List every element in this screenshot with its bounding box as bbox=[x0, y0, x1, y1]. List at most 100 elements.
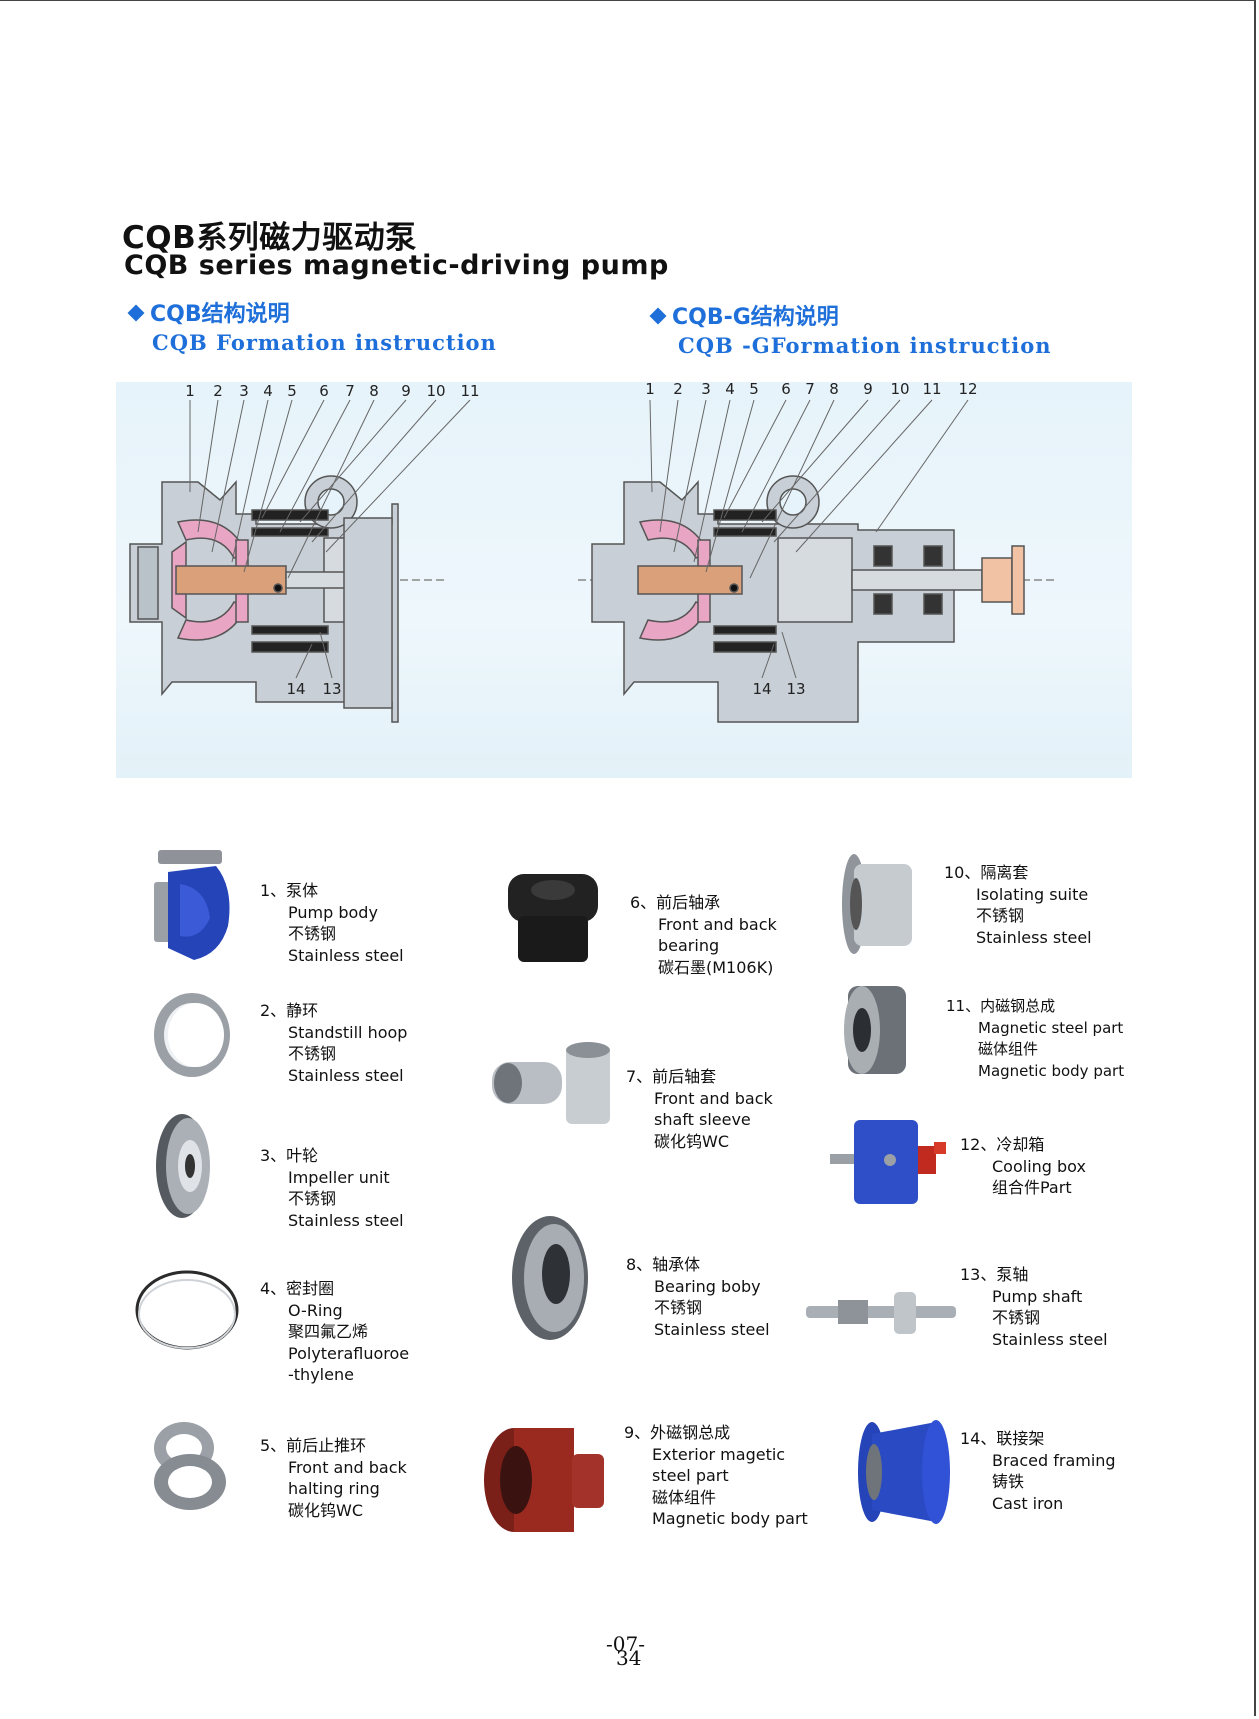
part-3-description: 3、叶轮 Impeller unit 不锈钢 Stainless steel bbox=[260, 1145, 404, 1231]
diamond-bullet-icon bbox=[649, 307, 667, 325]
cqbg-callout-6: 6 bbox=[781, 382, 791, 398]
part-7-description: 7、前后轴套 Front and back shaft sleeve 碳化钨WC bbox=[626, 1066, 773, 1152]
part-2-line-3: Stainless steel bbox=[288, 1065, 404, 1085]
standstill-hoop-photo bbox=[154, 993, 230, 1077]
part-1-line-2: 不锈钢 bbox=[288, 924, 337, 943]
cqbg-callout-12: 12 bbox=[958, 382, 977, 398]
part-13-number: 13、泵轴 bbox=[960, 1265, 1029, 1284]
part-13-description: 13、泵轴 Pump shaft 不锈钢 Stainless steel bbox=[960, 1264, 1108, 1350]
part-12-number: 12、冷却箱 bbox=[960, 1135, 1045, 1154]
cqb-callout-13: 13 bbox=[322, 680, 341, 698]
part-11-line-3: Magnetic body part bbox=[978, 1061, 1125, 1080]
part-4-line-3: Polyterafluoroe bbox=[288, 1343, 410, 1363]
pump-shaft-photo bbox=[806, 1292, 956, 1334]
o-ring-photo bbox=[135, 1270, 239, 1350]
part-9-line-2: steel part bbox=[652, 1466, 729, 1485]
part-14-line-1: Braced framing bbox=[992, 1450, 1116, 1470]
part-1-line-3: Stainless steel bbox=[288, 945, 404, 965]
cqbg-callout-9: 9 bbox=[863, 382, 873, 398]
part-2-line-1: Standstill hoop bbox=[288, 1022, 408, 1042]
part-11-line-1: Magnetic steel part bbox=[978, 1018, 1124, 1037]
cqb-callout-5: 5 bbox=[287, 382, 297, 400]
part-7-number: 7、前后轴套 bbox=[626, 1067, 717, 1086]
part-5-line-1: Front and back bbox=[288, 1457, 407, 1477]
part-10-line-2: 不锈钢 bbox=[976, 906, 1025, 925]
bearing-body-photo bbox=[512, 1216, 588, 1340]
part-11-number: 11、内磁钢总成 bbox=[946, 997, 1056, 1015]
page-number: 34 bbox=[616, 1646, 642, 1670]
part-7-line-3: 碳化钨WC bbox=[654, 1131, 729, 1151]
part-2-description: 2、静环 Standstill hoop 不锈钢 Stainless steel bbox=[260, 1000, 407, 1086]
part-4-description: 4、密封圈 O-Ring 聚四氟乙烯 Polyterafluoroe -thyl… bbox=[260, 1278, 409, 1386]
isolating-suite-photo bbox=[842, 854, 912, 954]
part-6-line-1: Front and back bbox=[658, 914, 777, 934]
part-3-line-1: Impeller unit bbox=[288, 1167, 390, 1187]
part-8-line-1: Bearing boby bbox=[654, 1276, 761, 1296]
part-4-line-2: 聚四氟乙烯 bbox=[288, 1322, 369, 1341]
part-4-number: 4、密封圈 bbox=[260, 1279, 335, 1298]
part-14-line-3: Cast iron bbox=[992, 1493, 1064, 1513]
section-title-cn: CQB-G结构说明 bbox=[672, 305, 839, 330]
cqb-callout-4: 4 bbox=[263, 382, 273, 400]
diamond-bullet-icon bbox=[127, 304, 145, 322]
cqbg-callout-5: 5 bbox=[749, 382, 759, 398]
part-12-line-2: 组合件Part bbox=[992, 1178, 1072, 1197]
part-6-number: 6、前后轴承 bbox=[630, 893, 721, 912]
part-9-line-1: Exterior magetic bbox=[652, 1444, 786, 1464]
part-3-line-2: 不锈钢 bbox=[288, 1189, 337, 1208]
part-3-number: 3、叶轮 bbox=[260, 1146, 319, 1165]
page-title-en: CQB series magnetic-driving pump bbox=[124, 250, 669, 281]
cqbg-callout-11: 11 bbox=[922, 382, 941, 398]
part-5-line-2: halting ring bbox=[288, 1479, 380, 1498]
cqbg-callout-8: 8 bbox=[829, 382, 839, 398]
part-9-description: 9、外磁钢总成 Exterior magetic steel part 磁体组件… bbox=[624, 1422, 808, 1530]
section-cqbg-heading: CQB-G结构说明 CQB -GFormation instruction bbox=[649, 299, 1051, 358]
part-8-description: 8、轴承体 Bearing boby 不锈钢 Stainless steel bbox=[626, 1254, 770, 1340]
page-title-cn: CQB系列磁力驱动泵 bbox=[122, 220, 417, 256]
part-6-description: 6、前后轴承 Front and back bearing 碳石墨(M106K) bbox=[630, 892, 777, 978]
cqbg-diagram bbox=[578, 475, 1058, 723]
part-11-description: 11、内磁钢总成 Magnetic steel part 磁体组件 Magnet… bbox=[946, 996, 1124, 1082]
cqb-callout-2: 2 bbox=[213, 382, 223, 400]
cqb-callout-8: 8 bbox=[369, 382, 379, 400]
part-4-line-1: O-Ring bbox=[288, 1300, 343, 1320]
part-9-number: 9、外磁钢总成 bbox=[624, 1423, 731, 1442]
part-14-number: 14、联接架 bbox=[960, 1429, 1045, 1448]
part-13-line-1: Pump shaft bbox=[992, 1286, 1083, 1306]
part-8-line-3: Stainless steel bbox=[654, 1319, 770, 1339]
part-11-line-2: 磁体组件 bbox=[978, 1040, 1039, 1058]
part-12-line-1: Cooling box bbox=[992, 1156, 1086, 1176]
part-14-line-2: 铸铁 bbox=[992, 1472, 1025, 1491]
part-1-number: 1、泵体 bbox=[260, 881, 319, 900]
cqbg-callout-1: 1 bbox=[645, 382, 655, 398]
section-title-en: CQB Formation instruction bbox=[152, 330, 497, 355]
cqbg-callout-3: 3 bbox=[701, 382, 711, 398]
pump-body-photo bbox=[154, 850, 230, 960]
part-13-line-2: 不锈钢 bbox=[992, 1308, 1041, 1327]
part-7-line-1: Front and back bbox=[654, 1088, 773, 1108]
shaft-sleeve-photo bbox=[492, 1042, 610, 1124]
part-6-line-3: 碳石墨(M106K) bbox=[658, 957, 774, 977]
part-1-line-1: Pump body bbox=[288, 902, 378, 922]
cqbg-callout-7: 7 bbox=[805, 382, 815, 398]
part-10-line-1: Isolating suite bbox=[976, 884, 1089, 904]
cqbg-callout-2: 2 bbox=[673, 382, 683, 398]
cqb-callout-1: 1 bbox=[185, 382, 195, 400]
cqb-callout-6: 6 bbox=[319, 382, 329, 400]
cqbg-callout-10: 10 bbox=[890, 382, 909, 398]
section-title-cn: CQB结构说明 bbox=[150, 302, 290, 327]
part-10-line-3: Stainless steel bbox=[976, 927, 1092, 947]
part-2-number: 2、静环 bbox=[260, 1001, 319, 1020]
cqb-callout-10: 10 bbox=[426, 382, 445, 400]
part-10-description: 10、隔离套 Isolating suite 不锈钢 Stainless ste… bbox=[944, 862, 1092, 948]
part-14-description: 14、联接架 Braced framing 铸铁 Cast iron bbox=[960, 1428, 1116, 1514]
cqbg-callout-13: 13 bbox=[786, 680, 805, 698]
part-5-description: 5、前后止推环 Front and back halting ring 碳化钨W… bbox=[260, 1435, 407, 1521]
exterior-magnetic-steel-photo bbox=[484, 1428, 604, 1532]
cqbg-leader-lines bbox=[649, 399, 969, 679]
cqb-callout-7: 7 bbox=[345, 382, 355, 400]
cqb-callout-3: 3 bbox=[239, 382, 249, 400]
part-3-line-3: Stainless steel bbox=[288, 1210, 404, 1230]
cqbg-callout-14: 14 bbox=[752, 680, 771, 698]
cqb-diagram bbox=[129, 475, 446, 723]
